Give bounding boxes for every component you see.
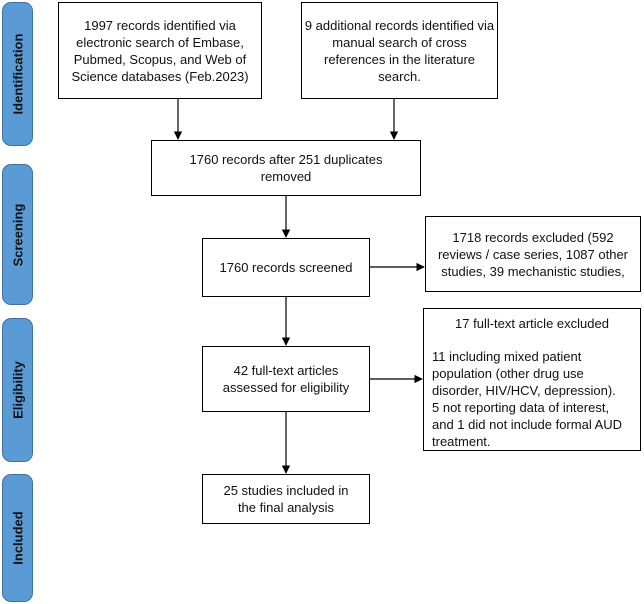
box-fulltext-assessed: 42 full-text articles assessed for eligi… [202, 346, 370, 412]
box-records-excluded: 1718 records excluded (592 reviews / cas… [425, 216, 641, 292]
box-electronic-search: 1997 records identified via electronic s… [58, 2, 262, 99]
box-fulltext-excluded-detail: 11 including mixed patient population (o… [432, 349, 623, 449]
box-fulltext-excluded: 17 full-text article excluded 11 includi… [423, 308, 641, 451]
box-duplicates-removed: 1760 records after 251 duplicates remove… [151, 140, 421, 196]
box-manual-search-text: 9 additional records identified via manu… [304, 17, 495, 84]
phase-included: Included [2, 474, 33, 602]
box-records-excluded-text: 1718 records excluded (592 reviews / cas… [437, 229, 629, 279]
box-studies-included: 25 studies included in the final analysi… [202, 474, 370, 524]
phase-screening: Screening [2, 164, 33, 305]
box-records-screened-text: 1760 records screened [219, 260, 353, 275]
box-studies-included-text: 25 studies included in the final analysi… [223, 483, 349, 515]
box-electronic-search-text: 1997 records identified via electronic s… [71, 17, 249, 84]
box-duplicates-removed-text: 1760 records after 251 duplicates remove… [189, 152, 383, 184]
phase-eligibility: Eligibility [2, 318, 33, 462]
box-records-screened: 1760 records screened [202, 238, 370, 297]
box-fulltext-excluded-title: 17 full-text article excluded [455, 316, 609, 331]
box-manual-search: 9 additional records identified via manu… [301, 2, 498, 99]
box-fulltext-assessed-text: 42 full-text articles assessed for eligi… [222, 363, 350, 395]
phase-identification: Identification [2, 2, 33, 146]
